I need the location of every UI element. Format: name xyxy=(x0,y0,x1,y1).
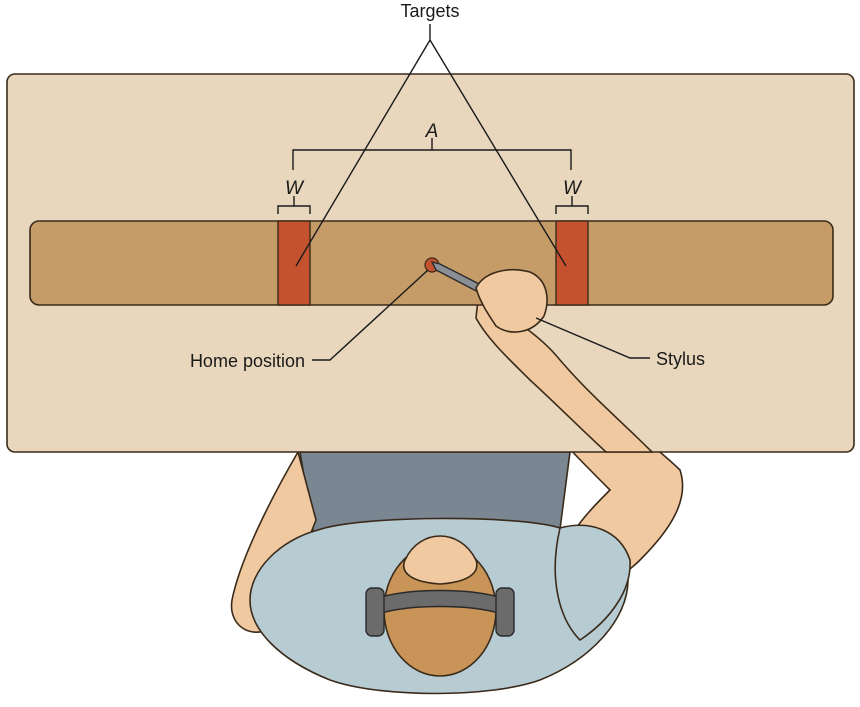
target-left xyxy=(277,220,311,306)
width-label-right: W xyxy=(563,178,583,199)
home-position-label: Home position xyxy=(190,351,305,371)
headphone-left-ear-cup xyxy=(365,587,385,637)
forearm-on-table xyxy=(475,298,654,453)
target-right xyxy=(555,220,589,306)
right-sleeve xyxy=(554,524,631,642)
amplitude-label: A xyxy=(425,121,439,142)
face xyxy=(403,535,478,585)
headphone-right-ear-cup xyxy=(495,587,515,637)
hand-fingers xyxy=(475,268,548,333)
callout-lines xyxy=(277,24,650,361)
targets-label: Targets xyxy=(400,1,459,21)
width-label-left: W xyxy=(285,178,305,199)
stylus-label: Stylus xyxy=(656,349,705,369)
